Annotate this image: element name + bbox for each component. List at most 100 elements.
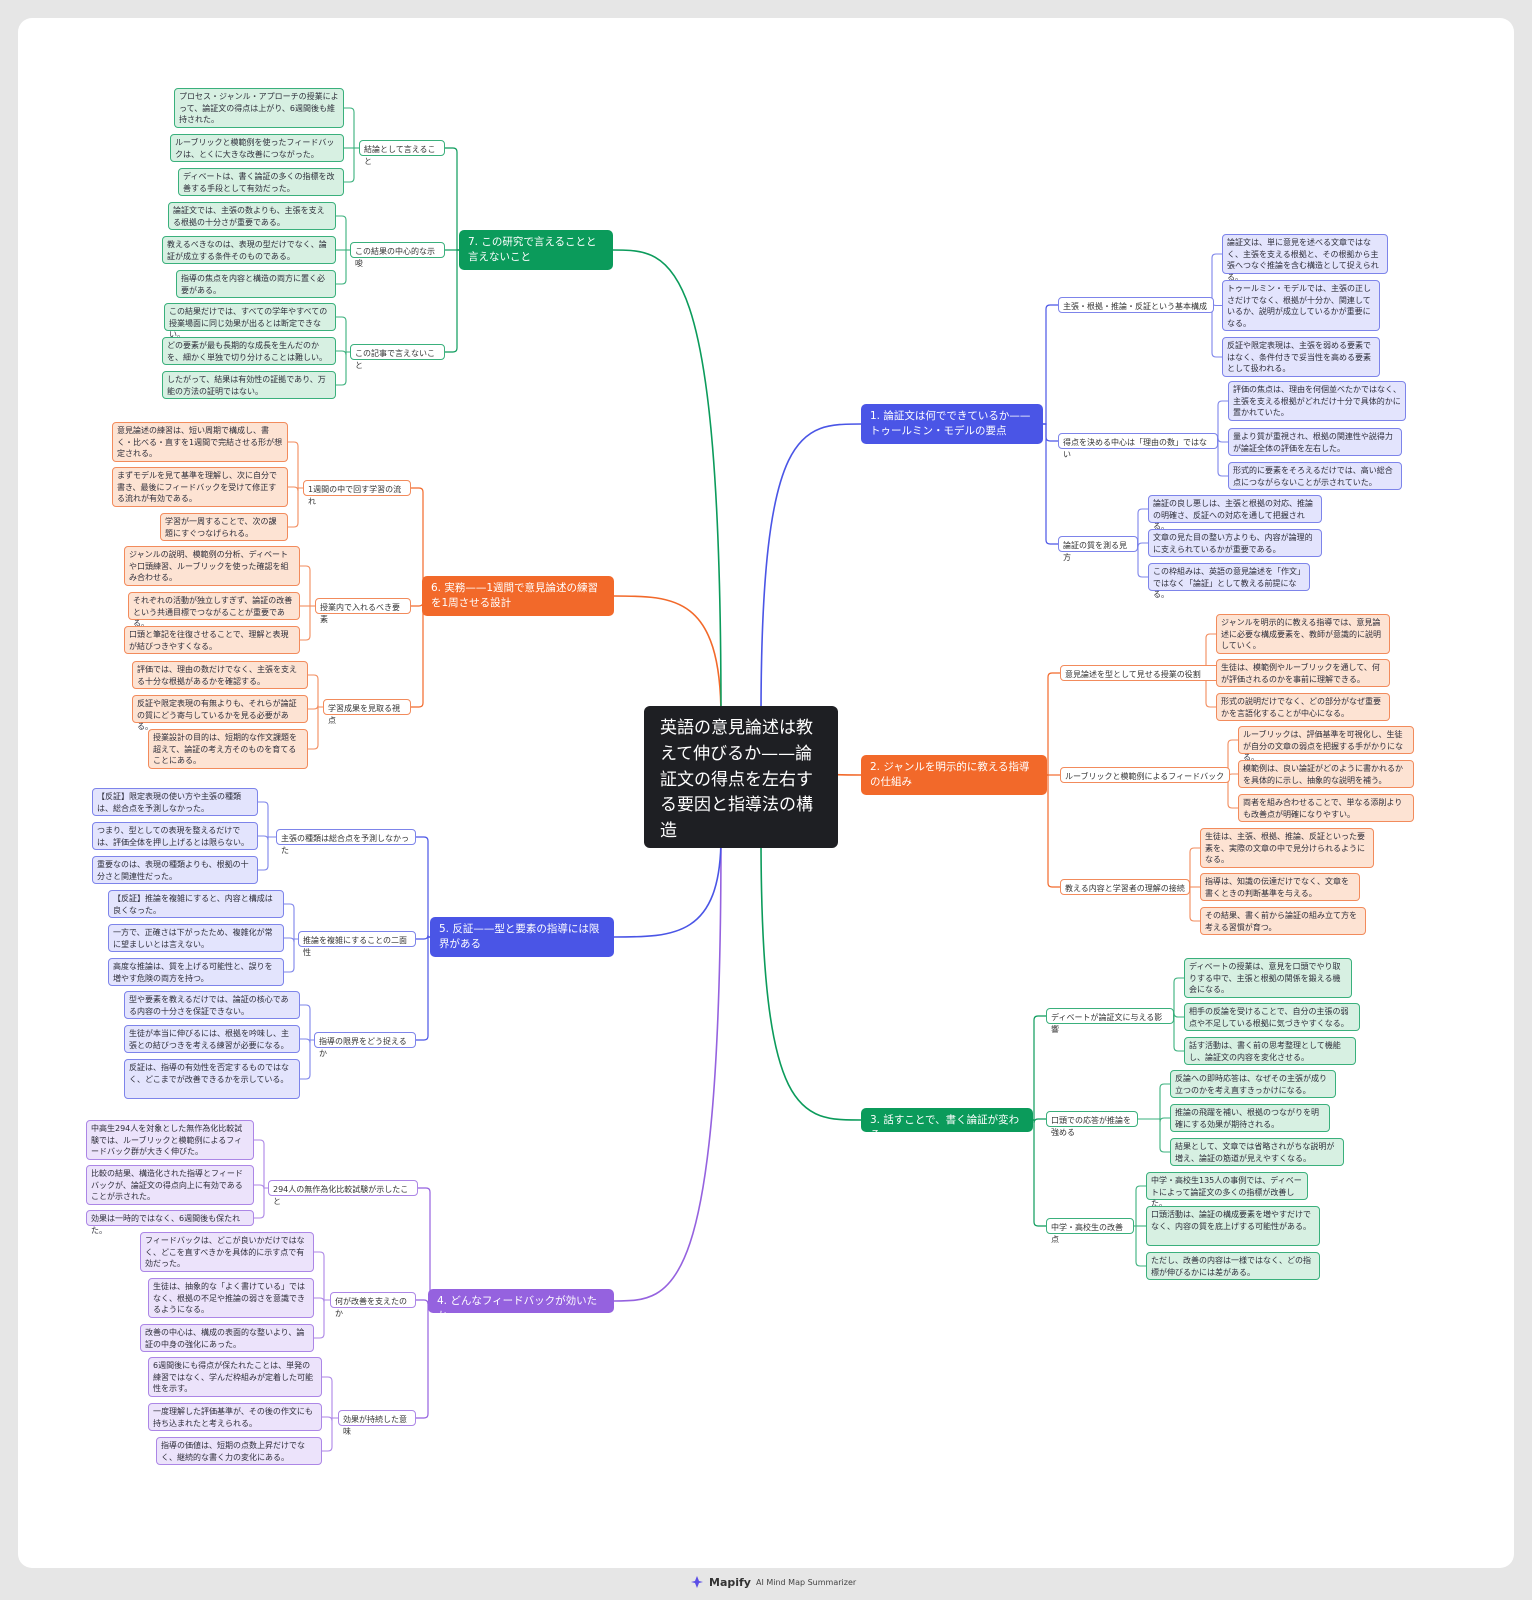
subtopic-7-2[interactable]: この結果の中心的な示唆 [350,242,445,268]
leaf-7-1-3[interactable]: ディベートは、書く論証の多くの指標を改善する手段として有効だった。 [178,168,344,196]
leaf-1-1-1[interactable]: 論証文は、単に意見を述べる文章ではなく、主張を支える根拠と、その根拠から主張へつ… [1222,234,1388,282]
leaf-2-2-2[interactable]: 模範例は、良い論証がどのように書かれるかを具体的に示し、抽象的な説明を補う。 [1238,760,1414,788]
leaf-3-3-3[interactable]: ただし、改善の内容は一様ではなく、どの指標が伸びるかには差がある。 [1146,1252,1320,1280]
leaf-3-2-2[interactable]: 推論の飛躍を補い、根拠のつながりを明確にする効果が期待される。 [1170,1104,1330,1132]
leaf-1-2-2[interactable]: 量より質が重視され、根拠の関連性や説得力が論証全体の評価を左右した。 [1228,428,1402,456]
subtopic-2-3[interactable]: 教える内容と学習者の理解の接続 [1060,879,1190,895]
leaf-2-1-2[interactable]: 生徒は、模範例やルーブリックを通して、何が評価されるのかを事前に理解できる。 [1216,659,1390,687]
leaf-4-1-2[interactable]: 比較の結果、構造化された指導とフィードバックが、論証文の得点向上に有効であること… [86,1165,254,1205]
subtopic-2-2[interactable]: ルーブリックと模範例によるフィードバック [1060,767,1230,783]
topic-2[interactable]: 2. ジャンルを明示的に教える指導の仕組み [861,755,1047,795]
leaf-5-3-3[interactable]: 反証は、指導の有効性を否定するものではなく、どこまでが改善できるかを示している。 [124,1059,300,1099]
leaf-6-3-3[interactable]: 授業設計の目的は、短期的な作文課題を超えて、論証の考え方そのものを育てることにあ… [148,729,308,769]
root-topic[interactable]: 英語の意見論述は教えて伸びるか——論証文の得点を左右する要因と指導法の構造 [644,706,838,848]
subtopic-7-3[interactable]: この記事で言えないこと [350,344,445,370]
leaf-3-1-3[interactable]: 話す活動は、書く前の思考整理として機能し、論証文の内容を変化させる。 [1184,1037,1356,1065]
subtopic-5-2[interactable]: 推論を複雑にすることの二面性 [298,931,416,957]
leaf-5-1-1[interactable]: 【反証】限定表現の使い方や主張の種類は、総合点を予測しなかった。 [92,788,258,816]
leaf-7-3-1[interactable]: この結果だけでは、すべての学年やすべての授業場面に同じ効果が出るとは断定できない… [164,303,336,339]
subtopic-1-2[interactable]: 得点を決める中心は「理由の数」ではない [1058,433,1218,459]
leaf-3-3-2[interactable]: 口頭活動は、論証の構成要素を増やすだけでなく、内容の質を底上げする可能性がある。 [1146,1206,1320,1246]
subtopic-4-3[interactable]: 効果が持続した意味 [338,1410,416,1436]
leaf-4-3-3[interactable]: 指導の価値は、短期の点数上昇だけでなく、継続的な書く力の変化にある。 [156,1437,322,1465]
root-topic-connector [613,595,722,718]
topic-3[interactable]: 3. 話すことで、書く論証が変わる [861,1108,1033,1141]
leaf-5-2-3[interactable]: 高度な推論は、質を上げる可能性と、誤りを増やす危険の両方を持つ。 [108,958,284,986]
leaf-6-1-1[interactable]: 意見論述の練習は、短い周期で構成し、書く・比べる・直すを1週間で完結させる形が想… [112,422,288,462]
leaf-5-1-3[interactable]: 重要なのは、表現の種類よりも、根拠の十分さと関連性だった。 [92,856,258,884]
leaf-7-2-2[interactable]: 教えるべきなのは、表現の型だけでなく、論証が成立する条件そのものである。 [162,236,336,264]
topic-6[interactable]: 6. 実務——1週間で意見論述の練習を1周させる設計 [422,576,614,616]
subtopic-7-1[interactable]: 結論として言えること [359,140,445,166]
leaf-4-1-3[interactable]: 効果は一時的ではなく、6週間後も保たれた。 [86,1210,254,1235]
topic-4[interactable]: 4. どんなフィードバックが効いたか [428,1289,614,1322]
leaf-5-2-1[interactable]: 【反証】推論を複雑にすると、内容と構成は良くなった。 [108,890,284,918]
leaf-6-3-2[interactable]: 反証や限定表現の有無よりも、それらが論証の質にどう寄与しているかを見る必要がある… [132,695,308,731]
mind-map-canvas[interactable]: 1. 論証文は何でできているか——トゥールミン・モデルの要点 主張・根拠・推論・反… [18,18,1514,1568]
leaf-4-2-1[interactable]: フィードバックは、どこが良いかだけではなく、どこを直すべきかを具体的に示す点で有… [140,1232,314,1272]
subtopic-5-3[interactable]: 指導の限界をどう捉えるか [314,1032,416,1058]
leaf-1-2-1[interactable]: 評価の焦点は、理由を何個並べたかではなく、主張を支える根拠がどれだけ十分で具体的… [1228,381,1406,421]
root-topic-connector [613,836,722,1302]
leaf-5-1-2[interactable]: つまり、型としての表現を整えるだけでは、評価全体を押し上げるとは限らない。 [92,822,258,850]
leaf-7-3-2[interactable]: どの要素が最も長期的な成長を生んだのかを、細かく単独で切り分けることは難しい。 [162,337,336,365]
subtopic-6-1[interactable]: 1週間の中で回す学習の流れ [303,480,411,506]
leaf-6-2-1[interactable]: ジャンルの説明、模範例の分析、ディベートや口頭練習、ルーブリックを使った確認を組… [124,546,300,586]
leaf-5-2-2[interactable]: 一方で、正確さは下がったため、複雑化が常に望ましいとは言えない。 [108,924,284,952]
subtopic-4-2[interactable]: 何が改善を支えたのか [330,1292,416,1318]
leaf-3-2-1[interactable]: 反論への即時応答は、なぜその主張が成り立つのかを考え直すきっかけになる。 [1170,1070,1336,1098]
leaf-4-1-1[interactable]: 中高生294人を対象とした無作為化比較試験では、ルーブリックと模範例によるフィー… [86,1120,254,1160]
topic-5[interactable]: 5. 反証——型と要素の指導には限界がある [430,917,614,957]
leaf-7-1-1[interactable]: プロセス・ジャンル・アプローチの授業によって、論証文の得点は上がり、6週間後も維… [174,88,344,128]
leaf-1-1-2[interactable]: トゥールミン・モデルでは、主張の正しさだけでなく、根拠が十分か、関連しているか、… [1222,280,1380,331]
leaf-2-2-1[interactable]: ルーブリックは、評価基準を可視化し、生徒が自分の文章の弱点を把握する手がかりにな… [1238,726,1414,762]
subtopic-1-1[interactable]: 主張・根拠・推論・反証という基本構成 [1058,297,1214,313]
leaf-2-1-1[interactable]: ジャンルを明示的に教える指導では、意見論述に必要な構成要素を、教師が意識的に説明… [1216,614,1390,654]
leaf-2-3-2[interactable]: 指導は、知識の伝達だけでなく、文章を書くときの判断基準を与える。 [1200,873,1360,901]
leaf-7-1-2[interactable]: ルーブリックと模範例を使ったフィードバックは、とくに大きな改善につながった。 [170,134,344,162]
sub-leaf-connector [336,249,350,285]
leaf-6-1-2[interactable]: まずモデルを見て基準を理解し、次に自分で書き、最後にフィードバックを受けて修正す… [112,467,288,507]
leaf-4-2-2[interactable]: 生徒は、抽象的な「よく書けている」ではなく、根拠の不足や推論の弱さを意識できるよ… [148,1278,314,1318]
subtopic-2-1[interactable]: 意見論述を型として見せる授業の役割 [1060,665,1220,681]
leaf-5-3-1[interactable]: 型や要素を教えるだけでは、論証の核心である内容の十分さを保証できない。 [124,991,300,1019]
subtopic-1-3[interactable]: 論証の質を測る見方 [1058,536,1138,562]
leaf-1-2-3[interactable]: 形式的に要素をそろえるだけでは、高い総合点につながらないことが示されていた。 [1228,462,1402,490]
leaf-2-3-3[interactable]: その結果、書く前から論証の組み立て方を考える習慣が育つ。 [1200,907,1366,935]
subtopic-4-1[interactable]: 294人の無作為化比較試験が示したこと [268,1180,418,1206]
leaf-1-3-2[interactable]: 文章の見た目の整い方よりも、内容が論理的に支えられているかが重要である。 [1148,529,1322,557]
leaf-4-3-2[interactable]: 一度理解した評価基準が、その後の作文にも持ち込まれたと考えられる。 [148,1403,322,1431]
sub-leaf-connector [308,674,323,708]
leaf-2-1-3[interactable]: 形式の説明だけでなく、どの部分がなぜ重要かを言語化することが中心になる。 [1216,693,1390,721]
leaf-6-2-3[interactable]: 口頭と筆記を往復させることで、理解と表現が結びつきやすくなる。 [124,626,300,654]
leaf-7-2-1[interactable]: 論証文では、主張の数よりも、主張を支える根拠の十分さが重要である。 [168,202,336,230]
subtopic-3-1[interactable]: ディベートが論証文に与える影響 [1046,1008,1174,1034]
leaf-3-1-1[interactable]: ディベートの授業は、意見を口頭でやり取りする中で、主張と根拠の関係を鍛える機会に… [1184,958,1352,998]
leaf-4-2-3[interactable]: 改善の中心は、構成の表面的な整いより、論証の中身の強化にあった。 [140,1324,314,1352]
leaf-1-3-1[interactable]: 論証の良し悪しは、主張と根拠の対応、推論の明確さ、反証への対応を通して把握される… [1148,495,1322,531]
subtopic-5-1[interactable]: 主張の種類は総合点を予測しなかった [276,829,416,855]
leaf-3-2-3[interactable]: 結果として、文章では省略されがちな説明が増え、論証の筋道が見えやすくなる。 [1170,1138,1344,1166]
subtopic-6-2[interactable]: 授業内で入れるべき要素 [315,598,411,624]
leaf-1-1-3[interactable]: 反証や限定表現は、主張を弱める要素ではなく、条件付きで妥当性を高める要素として扱… [1222,337,1380,377]
leaf-1-3-3[interactable]: この枠組みは、英語の意見論述を「作文」ではなく「論証」として教える前提になる。 [1148,563,1310,599]
leaf-3-1-2[interactable]: 相手の反論を受けることで、自分の主張の弱点や不足している根拠に気づきやすくなる。 [1184,1003,1360,1031]
topic-7[interactable]: 7. この研究で言えることと言えないこと [459,230,613,270]
topic-1[interactable]: 1. 論証文は何でできているか——トゥールミン・モデルの要点 [861,404,1043,444]
leaf-2-3-1[interactable]: 生徒は、主張、根拠、推論、反証といった要素を、実際の文章の中で見分けられるように… [1200,828,1374,868]
sub-leaf-connector [322,1376,338,1419]
leaf-4-3-1[interactable]: 6週間後にも得点が保たれたことは、単発の練習ではなく、学んだ枠組みが定着した可能… [148,1357,322,1397]
leaf-2-2-3[interactable]: 両者を組み合わせることで、単なる添削よりも改善点が明確になりやすい。 [1238,794,1414,822]
topic-sub-connector [416,1301,429,1419]
leaf-7-3-3[interactable]: したがって、結果は有効性の証拠であり、万能の方法の証明ではない。 [162,371,336,399]
leaf-3-3-1[interactable]: 中学・高校生135人の事例では、ディベートによって論証文の多くの指標が改善した。 [1146,1172,1308,1208]
subtopic-6-3[interactable]: 学習成果を見取る視点 [323,699,411,725]
leaf-7-2-3[interactable]: 指導の焦点を内容と構造の両方に置く必要がある。 [176,270,336,298]
leaf-6-2-2[interactable]: それぞれの活動が独立しすぎず、論証の改善という共通目標でつながることが重要である… [128,592,300,628]
subtopic-3-2[interactable]: 口頭での応答が推論を強める [1046,1111,1138,1137]
topic-sub-connector [1047,774,1060,888]
leaf-5-3-2[interactable]: 生徒が本当に伸びるには、根拠を吟味し、主張との結びつきを考える練習が必要になる。 [124,1025,300,1053]
leaf-6-3-1[interactable]: 評価では、理由の数だけでなく、主張を支える十分な根拠があるかを確認する。 [132,661,308,689]
subtopic-3-3[interactable]: 中学・高校生の改善点 [1046,1218,1134,1244]
leaf-6-1-3[interactable]: 学習が一周することで、次の課題にすぐつなげられる。 [160,513,288,541]
